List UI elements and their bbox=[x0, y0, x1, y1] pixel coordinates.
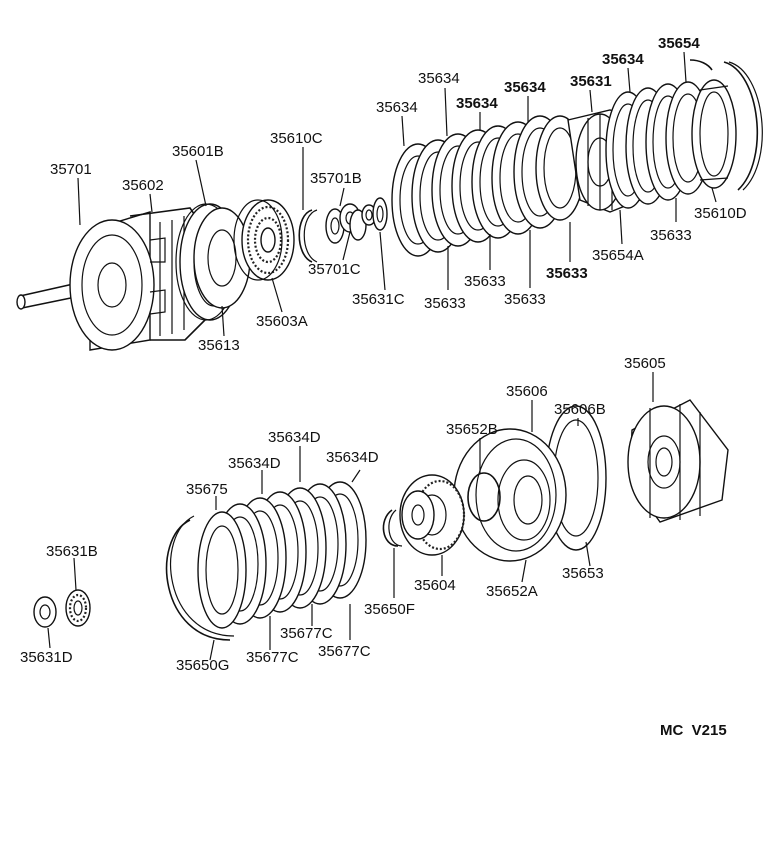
leaders-bottom bbox=[47, 372, 654, 661]
drum-rear bbox=[691, 79, 737, 189]
label-35604: 35604 bbox=[414, 577, 456, 594]
label-35634-e: 35634 bbox=[602, 51, 644, 68]
label-35610D: 35610D bbox=[694, 205, 747, 222]
label-35634-c: 35634 bbox=[456, 95, 498, 112]
label-35634-a: 35634 bbox=[376, 99, 418, 116]
label-35675: 35675 bbox=[186, 481, 228, 498]
bearing-35603A bbox=[233, 199, 295, 281]
label-35634D-a: 35634D bbox=[268, 429, 321, 446]
label-35701B: 35701B bbox=[310, 170, 362, 187]
label-35652A: 35652A bbox=[486, 583, 538, 600]
label-35633-b: 35633 bbox=[464, 273, 506, 290]
label-35654A: 35654A bbox=[592, 247, 644, 264]
piston-35606 bbox=[453, 428, 567, 562]
ring-35650F bbox=[382, 509, 403, 547]
ring-35631C bbox=[372, 197, 388, 231]
clutch-pack-bottom bbox=[197, 481, 367, 629]
label-35606B: 35606B bbox=[554, 401, 606, 418]
label-35634D-b: 35634D bbox=[326, 449, 379, 466]
label-35610C: 35610C bbox=[270, 130, 323, 147]
washer-35631B bbox=[65, 589, 91, 627]
label-35631C: 35631C bbox=[352, 291, 405, 308]
clutch-pack-top bbox=[391, 115, 585, 257]
label-35677C-c: 35677C bbox=[246, 649, 299, 666]
washer-35631D bbox=[33, 596, 57, 628]
label-35633-d: 35633 bbox=[546, 265, 588, 282]
diagram-code: MC V215 bbox=[660, 722, 727, 739]
label-35634-b: 35634 bbox=[418, 70, 460, 87]
label-35631B: 35631B bbox=[46, 543, 98, 560]
ring-35654-top bbox=[689, 59, 713, 71]
label-35634D-c: 35634D bbox=[228, 455, 281, 472]
label-35631: 35631 bbox=[570, 73, 612, 90]
label-35650F: 35650F bbox=[364, 601, 415, 618]
label-35606: 35606 bbox=[506, 383, 548, 400]
label-35603A: 35603A bbox=[256, 313, 308, 330]
label-35633-a: 35633 bbox=[424, 295, 466, 312]
ring-35652B bbox=[467, 472, 501, 522]
spring-35604 bbox=[399, 474, 466, 556]
leaders-top bbox=[77, 51, 717, 337]
label-35634-d: 35634 bbox=[504, 79, 546, 96]
label-35653: 35653 bbox=[562, 565, 604, 582]
label-35601B: 35601B bbox=[172, 143, 224, 160]
snap-ring-35610C bbox=[298, 209, 318, 263]
snap-ring-35650G bbox=[165, 515, 235, 641]
plate-35613 bbox=[193, 207, 251, 309]
plates-35654 bbox=[605, 81, 711, 209]
label-35701: 35701 bbox=[50, 161, 92, 178]
label-35677C-b: 35677C bbox=[318, 643, 371, 660]
label-35654: 35654 bbox=[658, 35, 700, 52]
label-35701C: 35701C bbox=[308, 261, 361, 278]
label-35613: 35613 bbox=[198, 337, 240, 354]
snap-ring-35610D bbox=[723, 61, 763, 191]
label-35605: 35605 bbox=[624, 355, 666, 372]
drum-35605 bbox=[627, 399, 729, 523]
label-35602: 35602 bbox=[122, 177, 164, 194]
label-35650G: 35650G bbox=[176, 657, 229, 674]
washer-35701C bbox=[349, 204, 377, 241]
label-35633-c: 35633 bbox=[504, 291, 546, 308]
label-35652B: 35652B bbox=[446, 421, 498, 438]
label-35633-e: 35633 bbox=[650, 227, 692, 244]
label-35631D: 35631D bbox=[20, 649, 73, 666]
label-35677C-a: 35677C bbox=[280, 625, 333, 642]
